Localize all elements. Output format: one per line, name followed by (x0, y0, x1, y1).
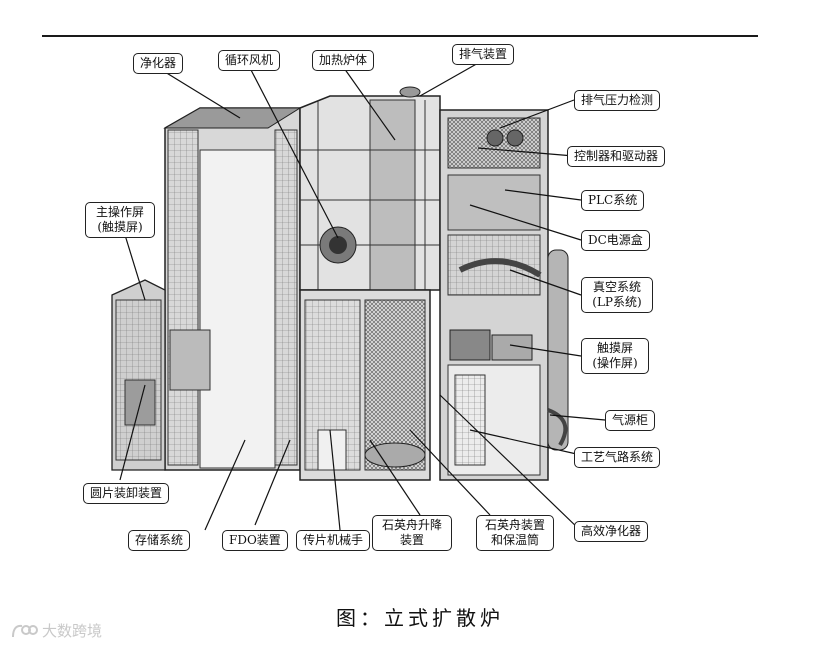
label-purifier: 净化器 (133, 53, 183, 74)
label-wafer-loader: 圆片装卸装置 (83, 483, 169, 504)
label-fdo-device: FDO装置 (222, 530, 288, 551)
watermark-logo-icon (10, 622, 38, 640)
label-vacuum-line-2: (LP系统) (588, 295, 646, 310)
label-exhaust-device: 排气装置 (452, 44, 514, 65)
label-quartz-boat-device: 石英舟装置 和保温筒 (476, 515, 554, 551)
label-main-touch-screen: 主操作屏 (触摸屏) (85, 202, 155, 238)
label-controller-driver: 控制器和驱动器 (567, 146, 665, 167)
label-hepa-purifier: 高效净化器 (574, 521, 648, 542)
watermark: 大数跨境 (10, 620, 102, 641)
label-wafer-transfer-robot: 传片机械手 (296, 530, 370, 551)
label-lift-line-2: 装置 (379, 533, 445, 548)
label-storage-system: 存储系统 (128, 530, 190, 551)
label-process-gas-system: 工艺气路系统 (574, 447, 660, 468)
label-dc-power-box: DC电源盒 (581, 230, 650, 251)
label-gas-cabinet: 气源柜 (605, 410, 655, 431)
vertical-diffusion-furnace-illustration (0, 0, 840, 600)
figure-caption: 图：立式扩散炉 (0, 602, 840, 631)
label-vacuum-system: 真空系统 (LP系统) (581, 277, 653, 313)
watermark-text: 大数跨境 (42, 620, 102, 641)
label-boat-line-1: 石英舟装置 (483, 518, 547, 533)
wafer-loader (112, 280, 165, 470)
label-touch-line-2: (操作屏) (588, 356, 642, 371)
label-lift-line-1: 石英舟升降 (379, 518, 445, 533)
label-furnace-body: 加热炉体 (312, 50, 374, 71)
furnace-body (300, 87, 440, 290)
storage-tower (165, 108, 300, 470)
right-cabinet (440, 110, 568, 480)
label-boat-line-2: 和保温筒 (483, 533, 547, 548)
label-vacuum-line-1: 真空系统 (588, 280, 646, 295)
label-touch-line-1: 触摸屏 (588, 341, 642, 356)
label-quartz-boat-lift: 石英舟升降 装置 (372, 515, 452, 551)
label-main-touch-line-1: 主操作屏 (92, 205, 148, 220)
label-touch-screen-right: 触摸屏 (操作屏) (581, 338, 649, 374)
label-plc-system: PLC系统 (581, 190, 644, 211)
label-circulation-fan: 循环风机 (218, 50, 280, 71)
boat-area (300, 290, 430, 480)
label-exhaust-pressure: 排气压力检测 (574, 90, 660, 111)
label-main-touch-line-2: (触摸屏) (92, 220, 148, 235)
